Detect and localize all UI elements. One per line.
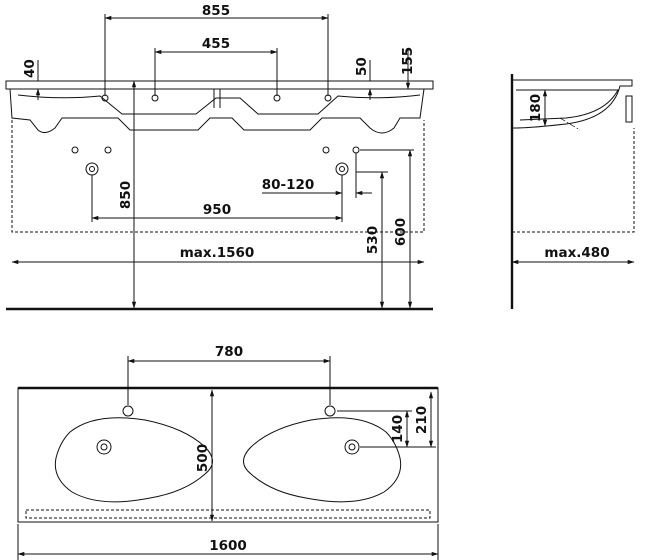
drain-icon (335, 162, 349, 176)
connection-icon (352, 146, 360, 154)
connection-icon (104, 146, 112, 154)
drain-icon (85, 162, 99, 176)
basin-side-profile (512, 79, 633, 129)
dim-855-label: 855 (202, 3, 230, 19)
bowl-left (54, 417, 213, 503)
tap-hole-icon (324, 405, 336, 417)
dim-600-label: 600 (393, 218, 409, 246)
cabinet-side-outline (512, 128, 635, 233)
side-view: 180 max.480 (510, 74, 635, 309)
basin-top-slab (5, 80, 434, 90)
dim-850-label: 850 (118, 181, 134, 209)
dim-1600-label: 1600 (209, 538, 247, 554)
dim-180-label: 180 (528, 94, 544, 122)
drain-icon (96, 439, 112, 455)
dim-155-label: 155 (400, 47, 416, 75)
connection-icon (71, 146, 79, 154)
dim-50-label: 50 (354, 57, 370, 76)
dim-500-label: 500 (195, 444, 211, 472)
dim-455-label: 455 (202, 36, 230, 52)
dim-210-label: 210 (414, 406, 430, 434)
connection-icon (322, 146, 330, 154)
dim-140-label: 140 (390, 415, 406, 443)
basin-front-profile (9, 88, 425, 134)
tap-hole-icon (122, 405, 134, 417)
dim-530-label: 530 (365, 226, 381, 254)
overflow-strip (25, 509, 431, 519)
basin-top-outline (17, 387, 439, 523)
dim-40-label: 40 (22, 59, 38, 78)
basin-inner-bowls (17, 94, 421, 115)
cabinet-outline (11, 120, 425, 233)
top-view: 780 500 140 210 1600 (17, 344, 439, 560)
dim-max-480-label: max.480 (544, 245, 609, 261)
dim-80-120-label: 80-120 (262, 177, 315, 193)
dim-max-1560-label: max.1560 (180, 245, 255, 261)
bowl-right (243, 417, 402, 503)
dim-780-label: 780 (215, 344, 243, 360)
drain-icon (344, 439, 360, 455)
front-view: 855 455 40 50 155 850 80-120 950 530 (5, 3, 434, 311)
dim-950-label: 950 (203, 202, 231, 218)
